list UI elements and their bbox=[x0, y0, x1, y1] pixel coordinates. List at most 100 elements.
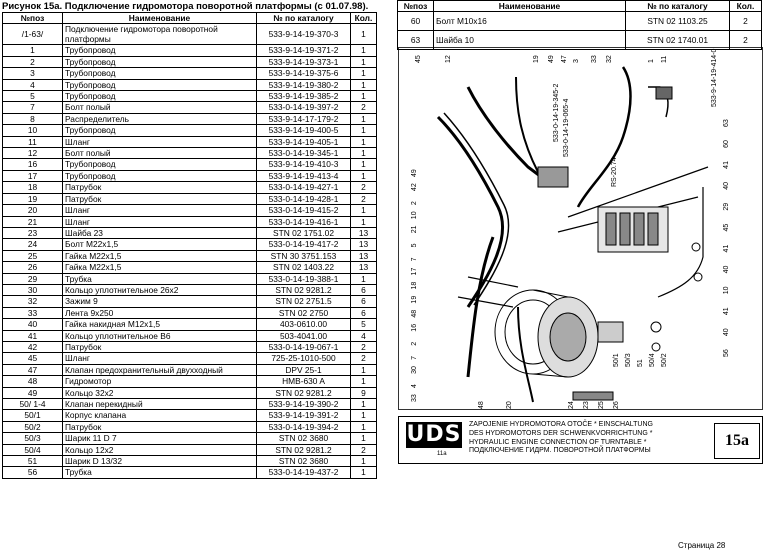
callout-label: 50/1 bbox=[613, 353, 620, 367]
cell-qty: 2 bbox=[350, 443, 377, 457]
cell-pos: 8 bbox=[2, 112, 63, 126]
callout-label: 10 bbox=[411, 211, 418, 219]
cell-catalog: 533-9-14-19-391-2 bbox=[256, 409, 351, 422]
cell-qty: 13 bbox=[350, 238, 377, 251]
cell-catalog: 533-0-14-19-416-1 bbox=[256, 215, 351, 228]
cell-name: Трубопровод bbox=[62, 44, 257, 57]
cell-qty: 2 bbox=[350, 181, 377, 194]
cell-qty: 2 bbox=[350, 352, 377, 365]
cell-qty: 1 bbox=[350, 409, 377, 422]
callout-label: 42 bbox=[411, 183, 418, 191]
cell-catalog: STN 02 1103.25 bbox=[625, 11, 730, 31]
pipe-19 bbox=[515, 76, 539, 173]
cell-pos: 47 bbox=[2, 363, 63, 377]
callout-label: 23 bbox=[583, 401, 590, 409]
parts-table-left-body: /1-63/Подключение гидромотора поворотной… bbox=[2, 23, 377, 479]
cell-pos: 11 bbox=[2, 135, 63, 149]
cell-qty: 6 bbox=[350, 283, 377, 297]
cell-catalog: STN 02 3680 bbox=[256, 432, 351, 445]
pipe-16 bbox=[517, 306, 534, 403]
hose-45 bbox=[436, 115, 504, 308]
cell-name: Трубопровод bbox=[62, 55, 257, 69]
col-name-header: Наименование bbox=[433, 0, 626, 12]
callout-label: 48 bbox=[411, 310, 418, 318]
cell-catalog: 533-9-14-19-400-5 bbox=[256, 124, 351, 137]
cell-catalog: STN 02 9281.2 bbox=[256, 443, 351, 457]
cell-pos: 7 bbox=[2, 101, 63, 114]
cell-pos: 18 bbox=[2, 181, 63, 194]
title-line-1: ZAPOJENIE HYDROMOTORA OTOČE * EINSCHALTU… bbox=[469, 421, 653, 428]
hose-20 bbox=[466, 236, 495, 378]
cell-qty: 1 bbox=[350, 90, 377, 103]
cell-qty: 1 bbox=[350, 23, 377, 46]
cell-qty: 1 bbox=[350, 363, 377, 377]
cell-qty: 13 bbox=[350, 261, 377, 274]
cell-qty: 4 bbox=[350, 329, 377, 342]
cell-name: Зажим 9 bbox=[62, 295, 257, 308]
cell-qty: 1 bbox=[350, 432, 377, 445]
callout-label: 533-0-14-19-065-4 bbox=[563, 99, 570, 157]
cell-pos: 1 bbox=[2, 44, 63, 57]
callout-label: 18 bbox=[411, 282, 418, 290]
cell-qty: 1 bbox=[350, 466, 377, 479]
cell-catalog: 533-9-14-17-179-2 bbox=[256, 112, 351, 126]
callout-label: 33 bbox=[591, 55, 598, 63]
cell-qty: 2 bbox=[350, 340, 377, 354]
cell-qty: 1 bbox=[350, 215, 377, 228]
cell-qty: 1 bbox=[350, 44, 377, 57]
callout-label: 19 bbox=[411, 296, 418, 304]
callout-label: 4 bbox=[411, 384, 418, 388]
callout-label: 2 bbox=[411, 201, 418, 205]
cell-name: Клапан предохранительный двухходный bbox=[62, 363, 257, 377]
col-qty-header: Кол. bbox=[729, 0, 762, 12]
cell-catalog: STN 02 9281.2 bbox=[256, 386, 351, 400]
callout-label: 41 bbox=[723, 307, 730, 315]
callout-label: 21 bbox=[411, 225, 418, 233]
cell-catalog: 533-0-14-19-437-2 bbox=[256, 466, 351, 479]
pipe-2 bbox=[457, 296, 514, 308]
cell-name: Шайба 10 bbox=[433, 30, 626, 50]
cell-name: Клапан перекидный bbox=[62, 397, 257, 411]
cell-catalog: HMB-630 A bbox=[256, 375, 351, 388]
cell-catalog: 533-0-14-19-428-1 bbox=[256, 192, 351, 206]
cell-pos: 60 bbox=[397, 11, 434, 31]
table-header-row: №поз Наименование № по каталогу Кол. bbox=[397, 0, 762, 12]
cell-pos: /1-63/ bbox=[2, 23, 63, 46]
cell-pos: 26 bbox=[2, 261, 63, 274]
cell-name: Шарик 11 D 7 bbox=[62, 432, 257, 445]
cell-catalog: 533-9-14-19-385-2 bbox=[256, 90, 351, 103]
col-name-header: Наименование bbox=[62, 11, 257, 25]
title-lines: ZAPOJENIE HYDROMOTORA OTOČE * EINSCHALTU… bbox=[469, 421, 653, 456]
cell-pos: 23 bbox=[2, 226, 63, 240]
cell-catalog: STN 02 9281.2 bbox=[256, 283, 351, 297]
cell-qty: 2 bbox=[729, 30, 762, 50]
parts-table-left: №поз Наименование № по каталогу Кол. /1-… bbox=[2, 11, 377, 479]
cell-catalog: 725-25-1010-500 bbox=[256, 352, 351, 365]
logo-sub: 11a bbox=[437, 451, 447, 457]
cell-pos: 51 bbox=[2, 455, 63, 468]
cell-name: Гайка накидная M12x1,5 bbox=[62, 318, 257, 331]
pipe-1 bbox=[576, 66, 632, 208]
cell-name: Кольцо уплотнительное B6 bbox=[62, 329, 257, 342]
cell-qty: 1 bbox=[350, 420, 377, 434]
cell-catalog: 533-0-14-19-345-1 bbox=[256, 147, 351, 160]
callout-label: 533-9-14-19-414-0 bbox=[711, 49, 718, 107]
cell-name: Патрубок bbox=[62, 192, 257, 206]
cell-qty: 1 bbox=[350, 169, 377, 183]
callout-label: 2 bbox=[411, 342, 418, 346]
cell-pos: 41 bbox=[2, 329, 63, 342]
cell-pos: 50/1 bbox=[2, 409, 63, 422]
cell-catalog: STN 02 3680 bbox=[256, 455, 351, 468]
cell-qty: 9 bbox=[350, 386, 377, 400]
